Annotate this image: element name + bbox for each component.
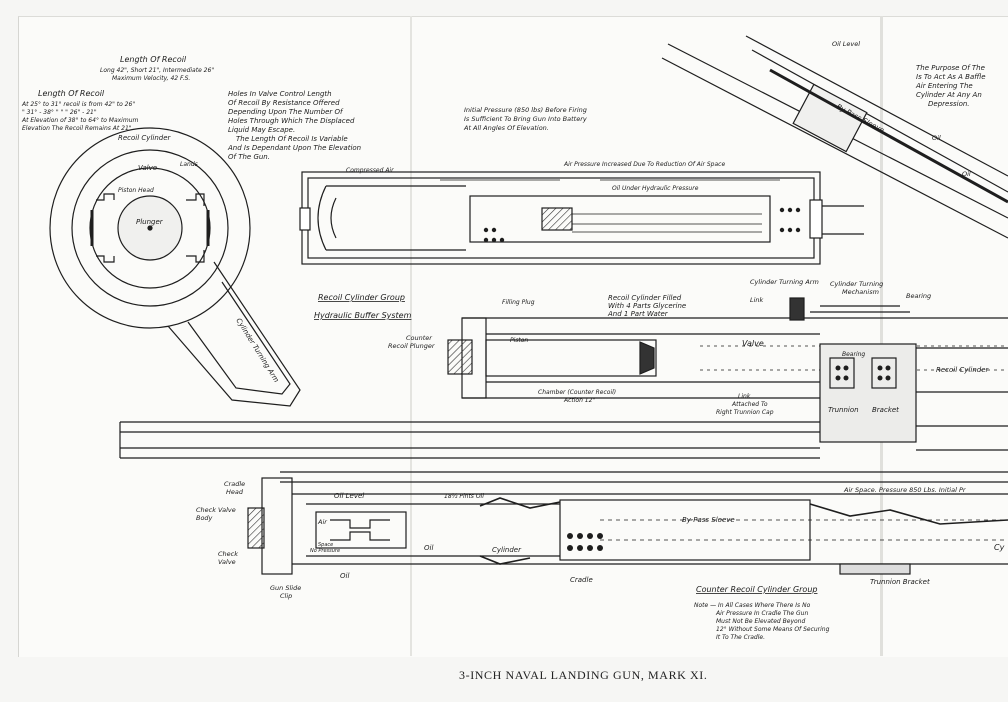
label-note: 12° Without Some Means Of Securing: [716, 626, 830, 633]
label-initial-pressure: Is Sufficient To Bring Gun Into Battery: [464, 115, 587, 123]
label-holes-note: Of The Gun.: [228, 153, 270, 161]
label-holes-note: Of Recoil By Resistance Offered: [228, 99, 340, 107]
label-bearing-2: Bearing: [842, 351, 865, 358]
label-oil: Oil: [340, 572, 349, 580]
label-recoil-cylinder: Recoil Cylinder: [118, 134, 172, 142]
label-bearing: Bearing: [906, 292, 931, 300]
label-holes-note: Depending Upon The Number Of: [228, 108, 344, 116]
label-valve: Valve: [138, 164, 157, 172]
recoil-cylinder-group: [447, 297, 1008, 443]
label-cy-partial: Cy: [994, 543, 1005, 552]
label-chamber: Chamber (Counter Recoil): [538, 389, 616, 396]
label-trunnion-bracket: Trunnion Bracket: [870, 578, 930, 586]
label-purpose: Cylinder At Any An: [916, 91, 982, 99]
label-oil: Oil: [932, 134, 941, 142]
label-oil-level-top: Oil Level: [832, 40, 860, 48]
caption-text: 3-INCH NAVAL LANDING GUN, MARK XI.: [459, 668, 708, 682]
cylinder-cross-section: [49, 127, 301, 407]
label-link-attached: Right Trunnion Cap: [716, 409, 774, 416]
label-recoil-cylinder-group: Recoil Cylinder Group: [318, 293, 405, 302]
label-purpose: Is To Act As A Baffle: [916, 73, 986, 81]
label-check-valve-body: Body: [196, 514, 213, 522]
label-cradle-head: Head: [226, 488, 244, 496]
label-note: Must Not Be Elevated Beyond: [716, 618, 805, 625]
label-air-pressure-increased: Air Pressure Increased Due To Reduction …: [563, 161, 725, 168]
label-recoil-cylinder-filled: And 1 Part Water: [607, 310, 669, 318]
label-recoil-cylinder-filled: Recoil Cylinder Filled: [608, 294, 682, 302]
page-fold: [410, 16, 412, 656]
label-counter-recoil-cylinder-group: Counter Recoil Cylinder Group: [696, 585, 817, 594]
label-purpose: The Purpose Of The: [916, 64, 985, 72]
label-counter-recoil-plunger: Recoil Plunger: [388, 342, 436, 350]
label-holes-note: Holes Through Which The Displaced: [228, 117, 355, 125]
label-check-valve: Check: [218, 550, 238, 558]
label-hydraulic-buffer-system: Hydraulic Buffer System: [314, 311, 412, 320]
label-check-valve-body: Check Valve: [196, 506, 236, 514]
label-piston: Piston: [510, 337, 528, 344]
label-cylinder: Cylinder: [492, 546, 522, 554]
label-lands: Lands: [180, 161, 198, 168]
label-bracket: Bracket: [872, 406, 899, 414]
label-check-valve: Valve: [218, 558, 236, 566]
label-trunnion: Trunnion: [828, 406, 859, 414]
label-recoil-cylinder-filled: With 4 Parts Glycerine: [608, 302, 686, 310]
label-recoil-elevation: At Elevation of 38° to 64° to Maximum: [21, 117, 138, 124]
label-cylinder-turning-arm-2: Cylinder Turning Arm: [750, 278, 819, 286]
label-length-of-recoil-top: Length Of Recoil: [120, 55, 187, 64]
label-filling-plug: Filling Plug: [502, 299, 535, 306]
label-cradle: Cradle: [570, 576, 593, 584]
label-holes-note: And Is Dependant Upon The Elevation: [227, 144, 361, 152]
label-counter-recoil-plunger: Counter: [406, 334, 433, 342]
label-valve-2: Valve: [742, 339, 764, 348]
label-space-no-pressure: No Pressure: [310, 548, 340, 554]
label-purpose: Depression.: [928, 100, 970, 108]
page-fold: [880, 16, 883, 656]
caption: 3-INCH NAVAL LANDING GUN, MARK XI.: [0, 668, 1008, 683]
inclined-cylinder-section: [661, 35, 1008, 239]
label-holes-note: Holes In Valve Control Length: [228, 90, 332, 98]
label-link-attached: Link: [738, 393, 751, 400]
label-air: Air: [317, 518, 328, 526]
gun-slide: [119, 421, 1008, 483]
label-space-no-pressure: Space: [318, 542, 333, 548]
label-cylinder-turning-mechanism: Mechanism: [842, 288, 879, 296]
label-length-of-recoil-left: Length Of Recoil: [38, 89, 105, 98]
label-recoil-figures: Long 42", Short 21", Intermediate 26": [100, 67, 214, 74]
label-air-space: Air Space. Pressure 850 Lbs. Initial Pr: [843, 486, 967, 494]
label-note: It To The Cradle.: [716, 634, 765, 641]
label-oil: Oil: [424, 544, 433, 552]
label-gun-slide-clip: Gun Slide: [270, 584, 301, 592]
label-oil-level-bottom: Oil Level: [334, 492, 364, 500]
label-pints-oil: 18½ Pints Oil: [444, 493, 484, 500]
label-note: Air Pressure In Cradle The Gun: [715, 610, 808, 617]
label-recoil-cylinder-2: Recoil Cylinder: [936, 366, 990, 374]
label-bypass-sleeve-bottom: By-Pass Sleeve: [682, 516, 735, 524]
counter-recoil-cylinder-group: [247, 477, 1008, 575]
valve-holes: [483, 207, 891, 551]
label-recoil-elevation: " 31° - 38° " " " 26" - 21": [22, 109, 97, 116]
label-piston-head: Piston Head: [118, 187, 154, 194]
label-purpose: Air Entering The: [915, 82, 973, 90]
label-initial-pressure: Initial Pressure (850 lbs) Before Firing: [464, 106, 587, 114]
label-cradle-head: Cradle: [224, 480, 245, 488]
label-compressed-air: Compressed Air: [346, 167, 394, 174]
label-plunger: Plunger: [136, 218, 164, 226]
label-oil: Oil: [962, 170, 971, 178]
upper-cylinder-schematic: [299, 171, 864, 265]
label-link-attached: Attached To: [731, 401, 768, 408]
label-recoil-elevation: At 25° to 31° recoil is from 42" to 26": [21, 101, 135, 108]
label-chamber: Action 12": [563, 397, 595, 404]
label-oil-under-pressure: Oil Under Hydraulic Pressure: [612, 185, 699, 192]
label-recoil-elevation: Elevation The Recoil Remains At 21": [22, 125, 132, 132]
label-holes-note: The Length Of Recoil Is Variable: [236, 135, 348, 143]
label-cylinder-turning-mechanism: Cylinder Turning: [830, 280, 883, 288]
label-recoil-figures: Maximum Velocity, 42 F.S.: [112, 75, 190, 82]
label-initial-pressure: At All Angles Of Elevation.: [463, 124, 549, 132]
label-gun-slide-clip: Clip: [280, 592, 292, 600]
label-note: Note — In All Cases Where There Is No: [694, 602, 811, 609]
label-holes-note: Liquid May Escape.: [228, 126, 295, 134]
label-link: Link: [750, 296, 764, 304]
